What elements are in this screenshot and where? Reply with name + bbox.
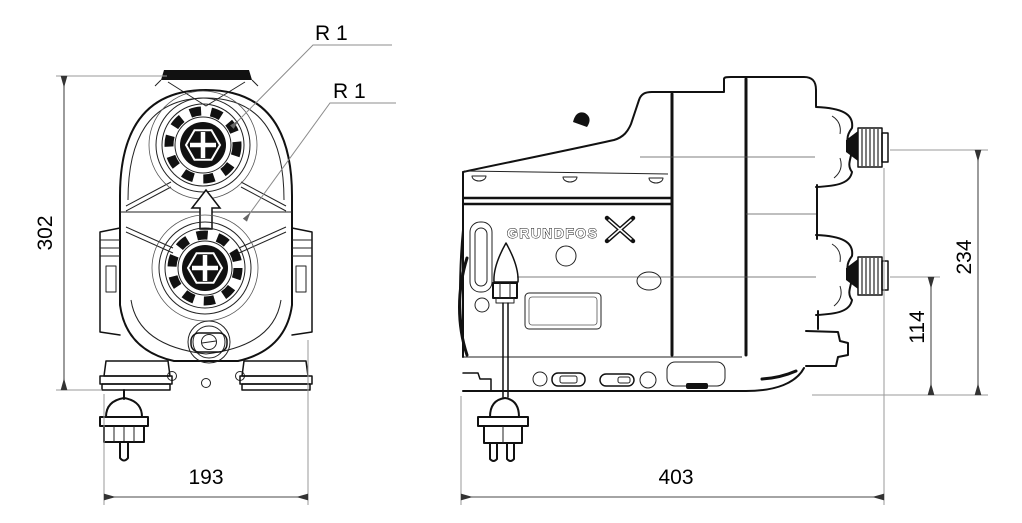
leader-r1-bottom [242,102,396,222]
plug-pin [506,442,515,462]
dim-302-label: 302 [34,215,57,250]
dim-193-label: 193 [188,466,223,489]
base-slot [599,373,635,387]
base-slot [551,372,586,387]
power-cord [502,302,509,398]
front-view [99,70,313,462]
front-left-wing [99,227,121,336]
front-body-outline [119,89,293,362]
side-view: GRUNDFOS [458,76,889,462]
outlet-port [815,106,889,188]
front-top-port [148,90,258,200]
nameplate [524,292,602,330]
plug-pin [489,442,498,462]
side-rear-foot [666,361,726,387]
front-left-foot [99,360,173,391]
leader-r1-top [230,44,392,129]
base-hole [639,371,657,389]
side-dimensions: 234 114 403 [460,149,988,505]
side-body-outline [459,76,819,358]
side-rear-foot-pad [686,383,708,389]
front-volute-inner-arc [130,299,282,355]
flow-direction-arrow [190,188,222,230]
dim-114-label: 114 [906,310,929,344]
side-button [555,245,577,267]
plug-pin [119,441,129,462]
front-dimensions: R 1 R 1 302 193 [34,22,396,505]
side-base-bottom [462,367,805,392]
cable-gland [492,242,519,304]
grundfos-x-mark [604,215,636,244]
thread-label-top: R 1 [315,22,348,45]
side-handle-bracket [469,221,493,293]
mount-bracket [805,330,849,367]
front-screw [201,378,211,388]
side-small-hole [474,297,490,313]
cover-screw [648,177,664,184]
dim-403-label: 403 [658,466,693,489]
dim-234-label: 234 [953,239,976,274]
front-drain-cap [187,320,231,364]
front-handle [161,70,252,80]
front-right-foot [239,360,313,391]
side-left-face-edge [458,256,469,357]
front-top-recess [167,81,246,107]
front-bottom-port [151,214,259,322]
cover-screw [471,175,487,182]
front-right-wing [291,227,313,336]
front-power-plug [99,389,149,462]
thread-label-bottom: R 1 [333,80,366,103]
cover-clip [573,112,590,127]
inlet-port [815,234,889,316]
cover-screw [562,176,578,183]
side-front-foot [462,372,492,392]
grundfos-logo-text: GRUNDFOS [507,225,598,241]
cable-clip [636,271,662,291]
base-hole [532,371,548,387]
side-power-plug [477,397,529,462]
